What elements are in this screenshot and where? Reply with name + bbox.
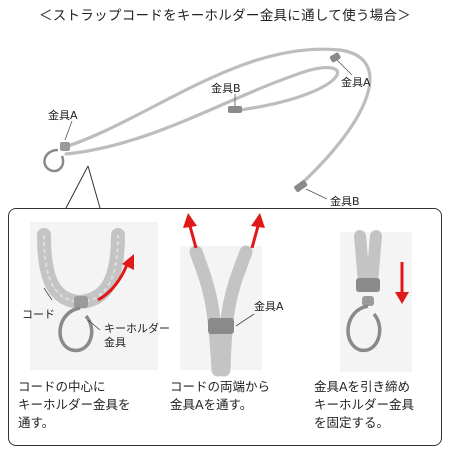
- step1-caption-line: 通す。: [18, 415, 55, 430]
- overview-label-fitting-a-right: 金具A: [341, 76, 371, 89]
- step2-fitting-a-shape: [208, 318, 234, 334]
- step3-caption: 金具Aを引き締め キーホルダー金具 を固定する。: [314, 378, 414, 432]
- step3-fitting-a-shape: [356, 278, 380, 292]
- step3-keyholder-shape: [346, 296, 382, 353]
- step1-caption-line: キーホルダー金具を: [18, 397, 131, 412]
- overview-label-fitting-b-bottom: 金具B: [330, 195, 360, 208]
- step2-caption: コードの両端から 金具Aを通す。: [170, 378, 270, 414]
- step3-caption-line: を固定する。: [314, 415, 390, 430]
- step3-caption-line: 金具Aを引き締め: [314, 379, 411, 394]
- step1-illustration: [30, 222, 158, 370]
- step1-label-cord: コード: [22, 308, 55, 321]
- strap-cord-outer: [60, 47, 372, 187]
- step3-illustration: [340, 230, 412, 372]
- step2-caption-line: 金具Aを通す。: [170, 397, 253, 412]
- fitting-a-right-shape: [329, 52, 341, 63]
- step1-caption-line: コードの中心に: [18, 379, 106, 394]
- step1-keyholder-shape: [58, 296, 94, 353]
- fitting-b-top-shape: [228, 106, 242, 113]
- strap-cord-inner: [64, 66, 340, 156]
- overview-label-fitting-a-left: 金具A: [48, 109, 78, 122]
- step2-illustration: [180, 213, 265, 377]
- page-title: ＜ストラップコードをキーホルダー金具に通して使う場合＞: [38, 8, 412, 24]
- step1-caption: コードの中心に キーホルダー金具を 通す。: [18, 378, 131, 432]
- step1-label-keyholder-line2: 金具: [104, 336, 126, 349]
- keyholder-clasp-shape: [43, 142, 70, 173]
- overview-label-fitting-b-top: 金具B: [211, 82, 241, 95]
- step2-label-fitting-a: 金具A: [254, 300, 284, 313]
- step2-caption-line: コードの両端から: [170, 379, 271, 394]
- step1-label-keyholder-line1: キーホルダー: [104, 322, 170, 335]
- step3-caption-line: キーホルダー金具: [314, 397, 415, 412]
- fitting-b-bottom-shape: [294, 180, 308, 192]
